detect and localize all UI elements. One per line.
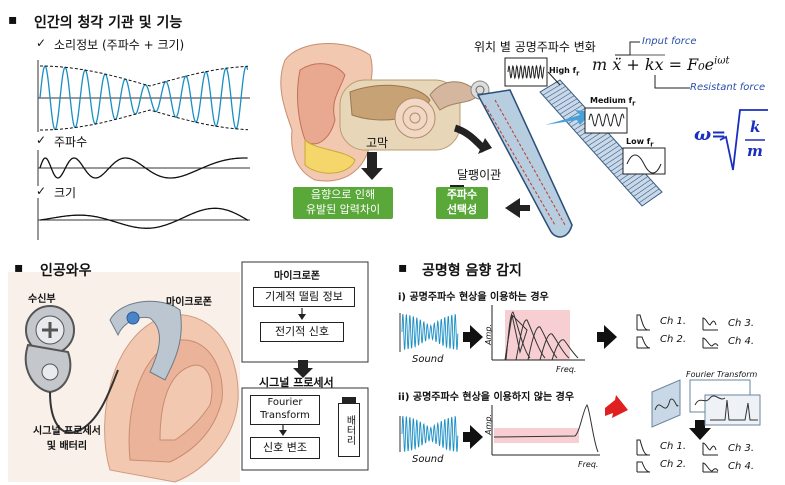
label-amp-1: Amp. (483, 324, 493, 345)
label-microphone: 마이크로폰 (166, 297, 212, 308)
flow-signal-processor-title: 시그널 프로세서 (259, 376, 334, 389)
section-bullet-2: ▪ (14, 260, 24, 276)
label-ch3-bottom: Ch 3. (728, 443, 755, 454)
flow-microphone-title: 마이크로폰 (274, 271, 320, 282)
arrow-down-icon (689, 420, 711, 440)
label-ch1-bottom: Ch 1. (660, 441, 687, 452)
label-eardrum: 고막 (366, 136, 389, 150)
label-ch2-bottom: Ch 2. (660, 459, 687, 470)
flow-signal-modulation: 신호 변조 (250, 437, 320, 459)
section-title-implant: 인공와우 (40, 263, 92, 279)
ear-anatomy-illustration (280, 43, 490, 182)
channel-icons-top (636, 314, 719, 349)
label-frequency: 주파수 (54, 135, 88, 149)
flow-fourier-transform: Fourier Transform (250, 395, 320, 425)
high-fr-box (504, 57, 561, 87)
label-amplitude: 크기 (54, 186, 77, 200)
check-icon: ✓ (36, 36, 47, 50)
omega-m: m (747, 142, 763, 160)
frequency-waveform (37, 150, 250, 186)
section-bullet-1: ▪ (8, 12, 18, 28)
label-freq-1: Freq. (556, 365, 577, 374)
sound-info-waveform (37, 60, 250, 132)
arrow-down-icon (361, 152, 383, 180)
section-bullet-3: ▪ (398, 260, 408, 276)
label-ch2-top: Ch 2. (660, 334, 687, 345)
label-case-2: ii) 공명주파수 현상을 이용하지 않는 경우 (398, 392, 575, 403)
omega-k: k (750, 118, 761, 136)
non-resonance-graph (491, 404, 600, 456)
arrow-right-icon (463, 425, 483, 449)
arrow-icon (545, 110, 592, 125)
label-ch4-top: Ch 4. (728, 336, 755, 347)
label-low-fr: Low fr (626, 137, 654, 149)
section-title-resonance: 공명형 음향 감지 (422, 263, 522, 279)
arrow-left-icon (505, 198, 530, 218)
arrow-red-icon (605, 395, 628, 418)
sound-wave-thumb-1 (399, 313, 459, 352)
equation: m ẍ + kx = F₀eiωt (592, 55, 730, 74)
flow-battery: 배터리 (338, 403, 360, 457)
label-sound-1: Sound (412, 354, 444, 365)
box-frequency-selectivity: 주파수 선택성 (436, 187, 488, 219)
flow-electric-signal: 전기적 신호 (260, 322, 344, 342)
check-icon: ✓ (36, 184, 47, 198)
label-case-1: i) 공명주파수 현상을 이용하는 경우 (398, 292, 549, 303)
resonance-graph (491, 305, 585, 361)
label-fourier: Fourier Transform (686, 370, 758, 379)
label-cochlea: 달팽이관 (457, 168, 502, 182)
label-position-freq: 위치 별 공명주파수 변화 (474, 40, 596, 54)
label-high-fr: High fr (549, 66, 580, 78)
label-medium-fr: Medium fr (590, 96, 636, 108)
sound-wave-thumb-2 (399, 415, 459, 452)
label-amp-2: Amp. (483, 414, 493, 435)
section-title-hearing: 인간의 청각 기관 및 기능 (34, 15, 183, 31)
label-sound-2: Sound (412, 454, 444, 465)
arrow-right-icon (463, 325, 483, 349)
cochlea-cone (476, 89, 573, 238)
label-ch4-bottom: Ch 4. (728, 461, 755, 472)
medium-fr-box (584, 107, 628, 134)
arrow-right-icon (597, 325, 617, 349)
box-pressure-difference: 음향으로 인해 유발된 압력차이 (293, 187, 393, 219)
label-input-force: Input force (642, 36, 697, 47)
omega-formula: ω= (694, 124, 727, 145)
channel-icons-bottom (636, 439, 719, 473)
flow-mechanical-vibration: 기계적 떨림 정보 (253, 287, 355, 307)
label-freq-2: Freq. (578, 460, 599, 469)
label-resistant-force: Resistant force (690, 82, 766, 93)
label-receiver: 수신부 (28, 294, 56, 305)
fourier-panels (651, 379, 761, 428)
label-sound-info: 소리정보 (주파수 + 크기) (54, 38, 185, 52)
label-ch1-top: Ch 1. (660, 316, 687, 327)
amplitude-waveform (37, 198, 250, 240)
label-ch3-top: Ch 3. (728, 318, 755, 329)
cochlear-implant-illustration (8, 272, 240, 483)
check-icon: ✓ (36, 133, 47, 147)
label-signal-processor: 시그널 프로세서 및 배터리 (33, 426, 101, 452)
low-fr-box (622, 147, 666, 175)
